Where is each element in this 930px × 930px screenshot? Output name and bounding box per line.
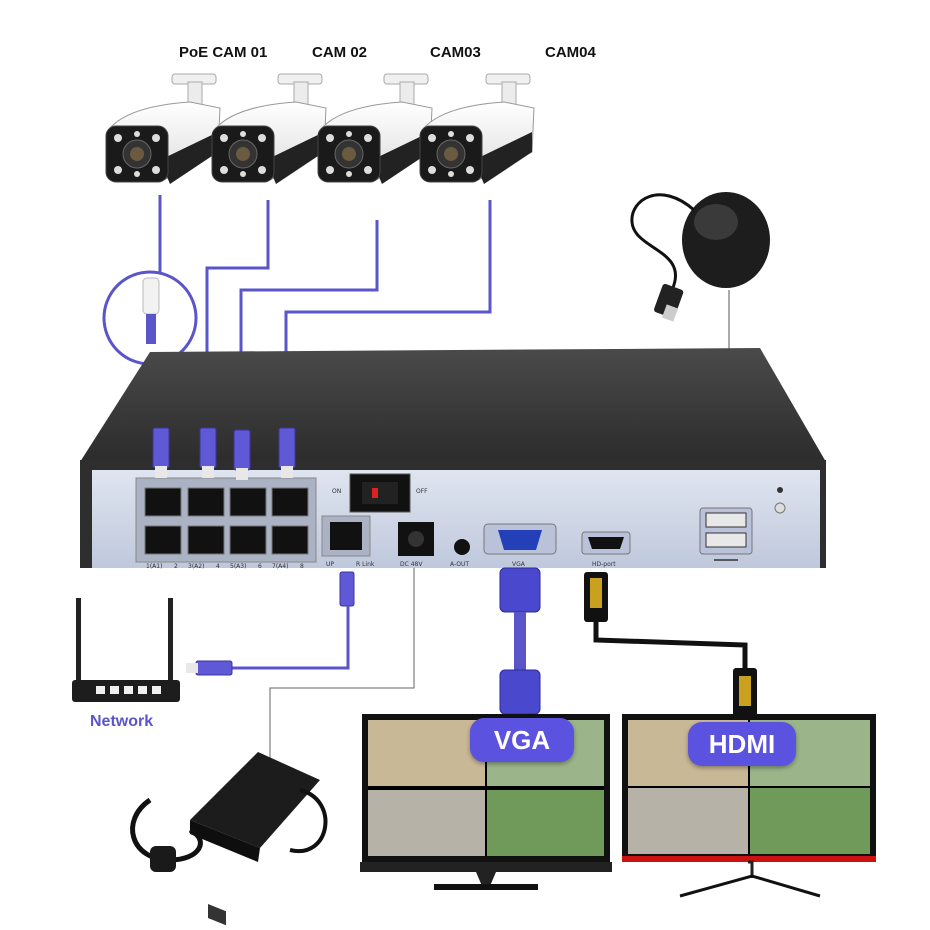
poe-port-1[interactable] [144, 487, 182, 517]
hdmi-badge: HDMI [688, 722, 796, 766]
rj45-zoom-callout [102, 270, 198, 366]
camera-3 [317, 73, 433, 184]
poe-port-block [135, 477, 317, 563]
vga-port-label: VGA [512, 561, 525, 568]
usb-port-1[interactable] [705, 512, 747, 528]
camera-4-label: CAM04 [545, 44, 596, 61]
port-label-6: 6 [258, 563, 262, 570]
hdport-label: HD-port [592, 561, 616, 568]
camera-2-cable [205, 200, 270, 430]
router [72, 598, 180, 702]
port-label-2: 2 [174, 563, 178, 570]
poe-port-3[interactable] [187, 487, 225, 517]
port-label-8: 8 [300, 563, 304, 570]
poe-plugs [152, 427, 296, 480]
poe-port-7[interactable] [271, 487, 309, 517]
aout-label: A-OUT [450, 561, 470, 568]
vga-cable-icon [499, 567, 541, 613]
nvr-top-cover [80, 348, 826, 462]
camera-1 [105, 73, 221, 184]
vga-port[interactable] [498, 530, 542, 550]
port-label-7: 7(A4) [272, 563, 289, 570]
power-adapter [130, 752, 328, 926]
poe-port-8[interactable] [271, 525, 309, 555]
uplink-label-2: R Link [356, 561, 375, 568]
port-label-4: 4 [216, 563, 220, 570]
poe-port-5[interactable] [229, 487, 267, 517]
usb-port-2[interactable] [705, 532, 747, 548]
camera-1-label: PoE CAM 01 [179, 44, 268, 61]
poe-port-2[interactable] [144, 525, 182, 555]
network-cable [186, 571, 355, 676]
network-label: Network [90, 713, 154, 730]
power-switch[interactable] [362, 482, 398, 504]
port-label-5: 5(A3) [230, 563, 247, 570]
camera-2-label: CAM 02 [312, 44, 368, 61]
camera-2 [211, 73, 327, 184]
switch-off-label: OFF [416, 488, 428, 495]
dc-label: DC 48V [400, 561, 423, 568]
rj45-connector-icon [142, 277, 160, 315]
uplink-label: UP [326, 561, 335, 568]
vga-cable [499, 567, 541, 715]
hdmi-cable [584, 572, 757, 718]
nvr-recorder [80, 348, 826, 568]
switch-on-label: ON [332, 488, 342, 495]
port-label-3: 3(A2) [188, 563, 205, 570]
poe-port-6[interactable] [229, 525, 267, 555]
audio-out-jack[interactable] [454, 539, 470, 555]
camera-4 [419, 73, 535, 184]
vga-badge: VGA [470, 718, 574, 762]
uplink-port[interactable] [330, 522, 362, 550]
poe-port-4[interactable] [187, 525, 225, 555]
power-adapter-icon [190, 752, 320, 848]
power-line [269, 568, 415, 760]
usb-mouse [630, 192, 770, 520]
hdmi-port[interactable] [588, 537, 624, 549]
camera-3-label: CAM03 [430, 44, 481, 61]
port-label-1: 1(A1) [146, 563, 163, 570]
